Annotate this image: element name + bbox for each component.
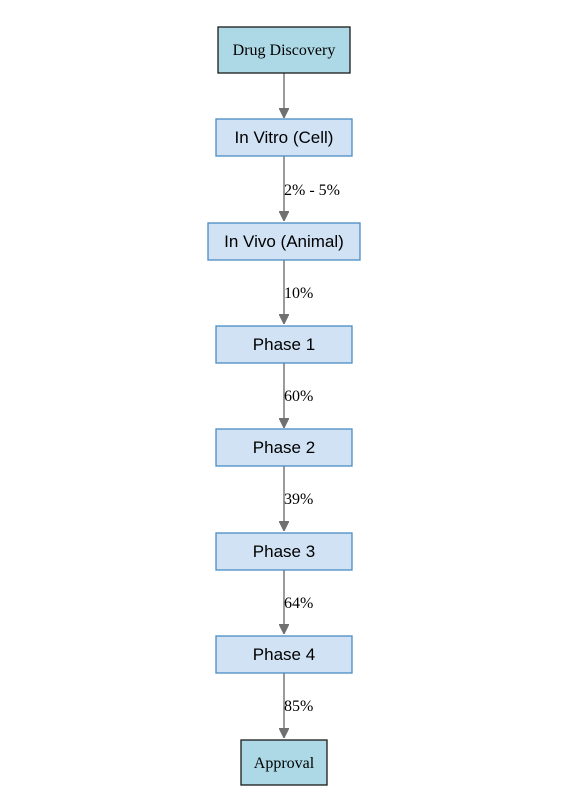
edge-phase-2-to-phase-3: 39% (284, 466, 313, 531)
node-box (215, 428, 353, 467)
edge-label: 39% (284, 491, 313, 508)
node-phase-2: Phase 2 (215, 428, 353, 467)
node-box (215, 118, 353, 157)
node-phase-1: Phase 1 (215, 325, 353, 364)
node-box (207, 222, 361, 261)
edge-phase-4-to-approval: 85% (284, 673, 313, 738)
node-drug-discovery: Drug Discovery (217, 26, 351, 74)
node-label: In Vivo (Animal) (224, 232, 344, 251)
node-box (215, 532, 353, 571)
edge-phase-3-to-phase-4: 64% (284, 570, 313, 634)
node-box (215, 635, 353, 674)
node-box (215, 325, 353, 364)
node-in-vivo: In Vivo (Animal) (207, 222, 361, 261)
node-label: Phase 1 (253, 335, 315, 354)
edge-label: 60% (284, 388, 313, 405)
node-label: Drug Discovery (233, 42, 336, 59)
edge-label: 64% (284, 595, 313, 612)
nodes: Drug Discovery In Vitro (Cell) In Vivo (… (207, 26, 361, 786)
node-label: Phase 3 (253, 542, 315, 561)
node-label: In Vitro (Cell) (235, 128, 334, 147)
edge-label: 85% (284, 698, 313, 715)
node-label: Phase 2 (253, 438, 315, 457)
edge-in-vitro-to-in-vivo: 2% - 5% (284, 156, 340, 221)
node-label: Phase 4 (253, 645, 315, 664)
node-phase-4: Phase 4 (215, 635, 353, 674)
edges: 2% - 5% 10% 60% 39% 64% 85% (284, 73, 340, 738)
edge-label: 10% (284, 285, 313, 302)
node-approval: Approval (240, 739, 328, 786)
node-phase-3: Phase 3 (215, 532, 353, 571)
node-box (217, 26, 351, 74)
edge-phase-1-to-phase-2: 60% (284, 363, 313, 428)
node-in-vitro: In Vitro (Cell) (215, 118, 353, 157)
node-label: Approval (254, 755, 315, 772)
edge-label: 2% - 5% (284, 182, 340, 199)
edge-in-vivo-to-phase-1: 10% (284, 260, 313, 324)
node-box (240, 739, 328, 786)
